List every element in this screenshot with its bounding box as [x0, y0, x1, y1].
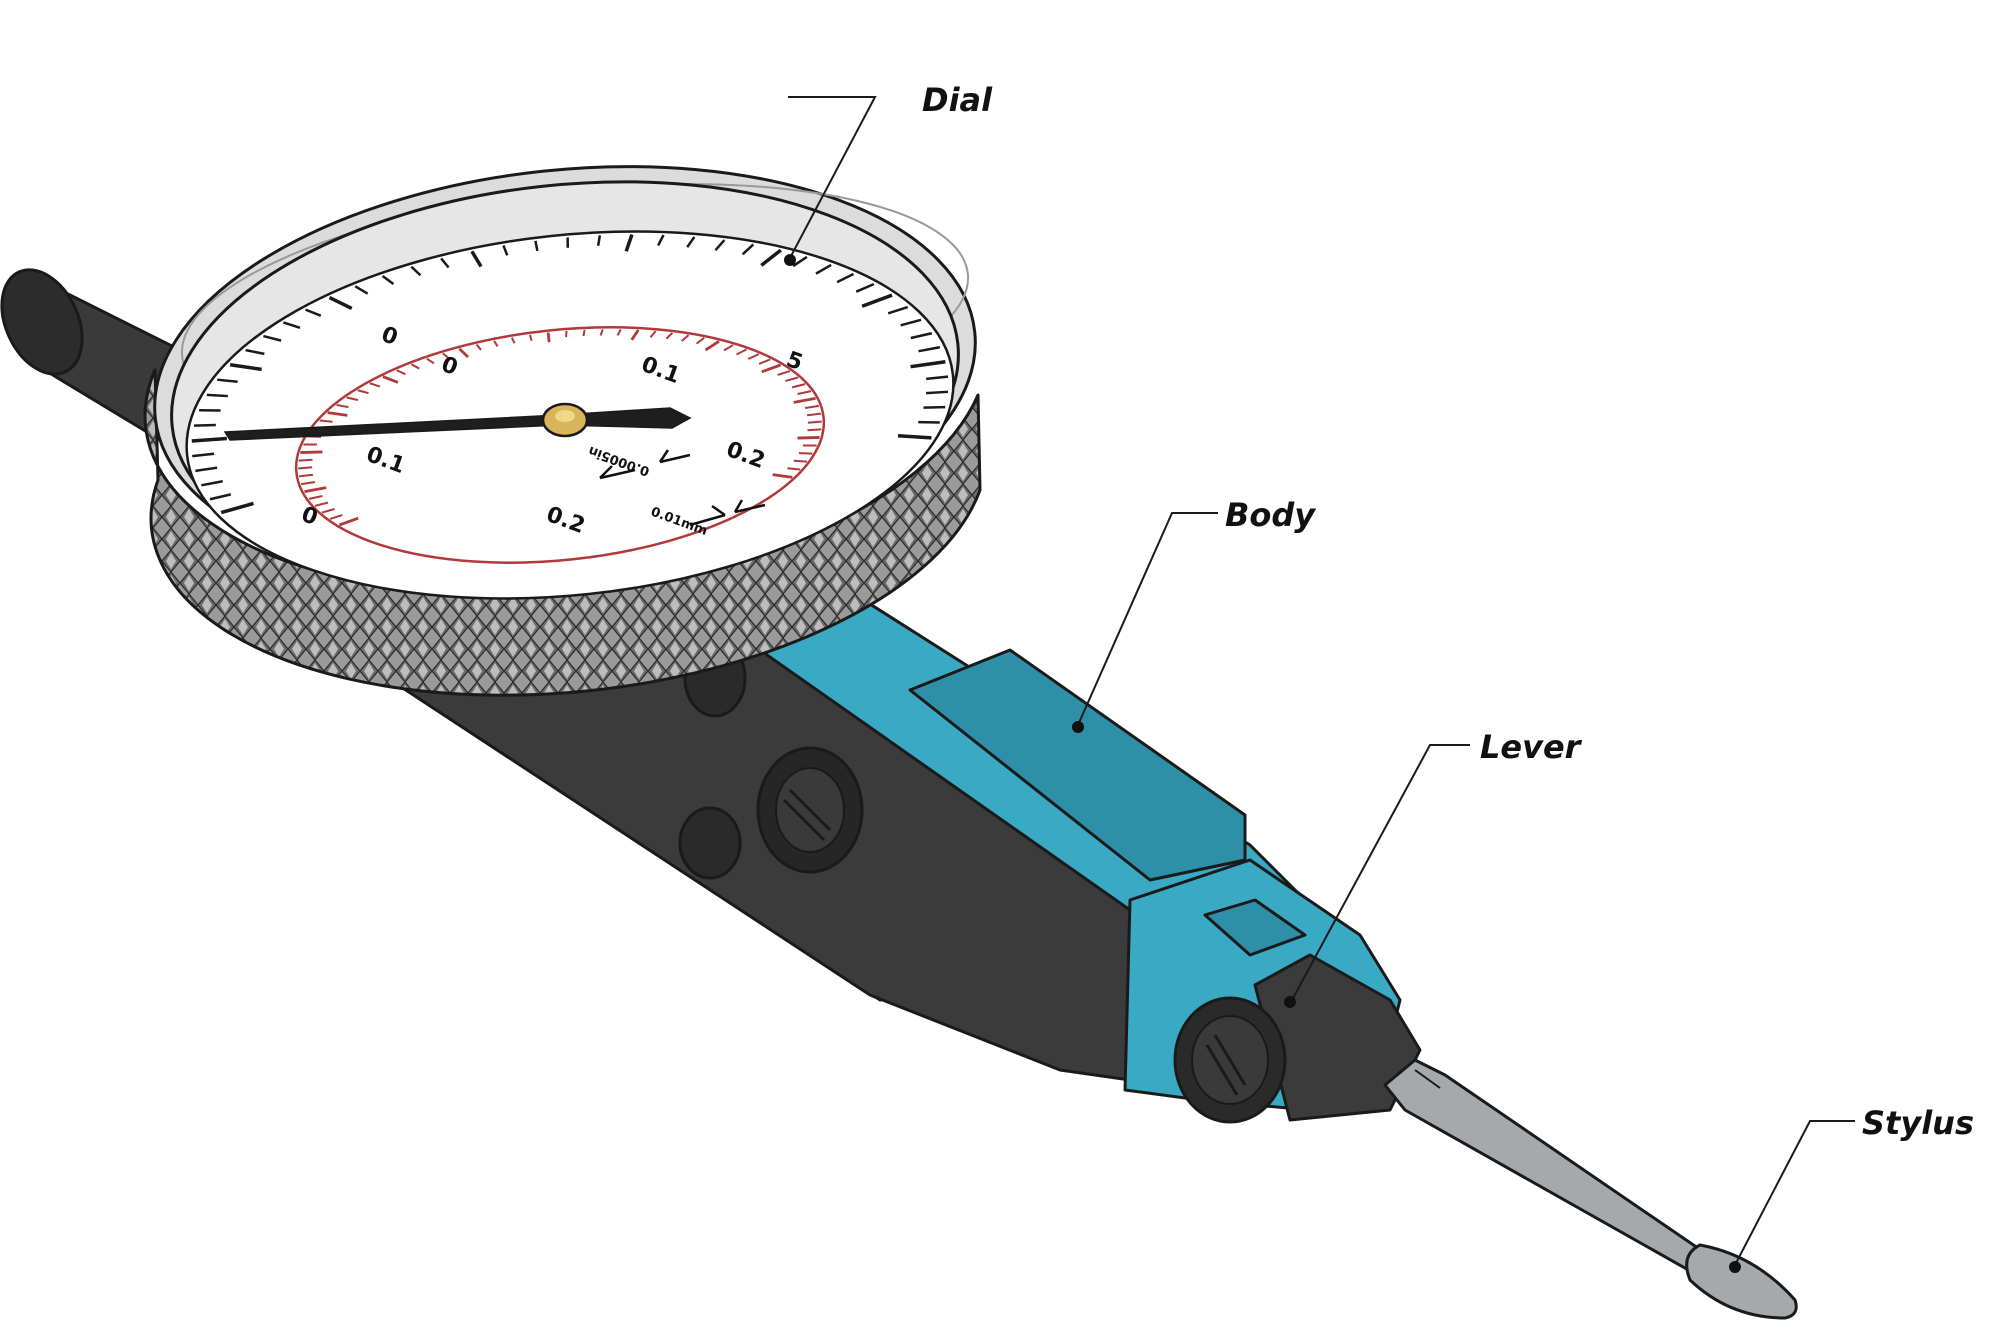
dot-body [1072, 721, 1084, 733]
dial-tick [598, 235, 600, 245]
dot-stylus [1729, 1261, 1741, 1273]
leader-body [1078, 513, 1218, 725]
side-screw-lower [680, 808, 740, 878]
dial-tick [548, 333, 549, 343]
dot-lever [1284, 996, 1296, 1008]
dial-tick [194, 425, 216, 426]
leader-stylus [1735, 1121, 1855, 1265]
dial-tick [794, 461, 807, 462]
dial-tick [207, 395, 228, 396]
callout-label-lever: Lever [1480, 728, 1583, 766]
adjustment-knob [758, 748, 862, 872]
dial-tick [808, 421, 822, 422]
dial-tick [300, 452, 322, 453]
callout-label-body: Body [1225, 496, 1316, 534]
dial-tick [898, 436, 931, 438]
dial-tick [926, 392, 948, 393]
stylus [1385, 1060, 1796, 1318]
dial-tick [807, 429, 821, 430]
dial-tick [320, 420, 333, 421]
dial-tick [787, 468, 800, 469]
dial-tick [298, 467, 312, 468]
dial-tick [192, 439, 227, 441]
callout-label-stylus: Stylus [1862, 1104, 1974, 1142]
dot-dial [784, 254, 796, 266]
dial-tick [583, 330, 584, 336]
dial-tick [299, 460, 313, 461]
callout-label-dial: Dial [922, 81, 993, 119]
dial-tick [798, 437, 820, 438]
